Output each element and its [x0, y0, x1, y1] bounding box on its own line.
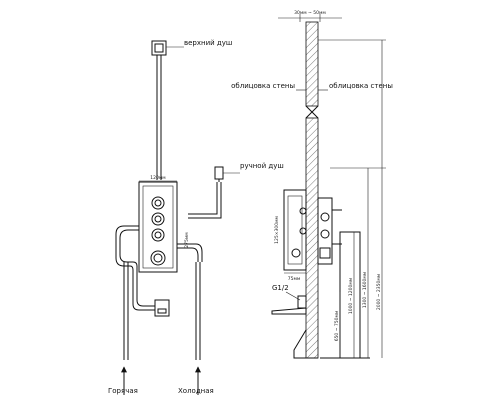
top-shower-height-dim: 2000 ~ 2350мм: [376, 274, 382, 310]
mixer-panel-front: [138, 181, 178, 273]
panel-width-dim: 120мм: [150, 175, 165, 181]
supply-pipes: [115, 225, 203, 360]
mixer-valve-icon: [150, 196, 166, 266]
height-dimensions: [318, 39, 386, 358]
mixer-panel-side: [283, 189, 342, 271]
top-shower-label: верхний душ: [184, 39, 232, 47]
hot-label: Горячая: [108, 387, 138, 395]
depth-dim: 75мм: [288, 276, 301, 282]
wall-cladding-right-label: облицовка стены: [329, 82, 393, 90]
top-shower-pipe: [156, 55, 162, 180]
wall-thickness-dim: 30мм ~ 50мм: [294, 10, 326, 16]
hand-shower-label: ручной душ: [240, 162, 284, 170]
mixer-height-dim: 1000 ~ 1200мм: [348, 278, 354, 314]
top-shower-head-icon: [151, 40, 167, 56]
hand-shower-holder-icon: [214, 166, 224, 182]
hand-shower-height-dim: 1300 ~ 1600мм: [362, 272, 368, 308]
wall-cladding-left-label: облицовка стены: [231, 82, 295, 90]
spout-icon: [154, 299, 170, 317]
cold-label: Холодная: [178, 387, 214, 395]
wall-section: [305, 21, 319, 359]
thread-label: G1/2: [272, 284, 289, 292]
panel-height-dim: 275мм: [184, 232, 190, 247]
side-spout-icon: [271, 295, 307, 315]
side-panel-dim: 125×300мм: [274, 216, 280, 244]
spout-height-dim: 650 ~ 750мм: [334, 311, 340, 342]
